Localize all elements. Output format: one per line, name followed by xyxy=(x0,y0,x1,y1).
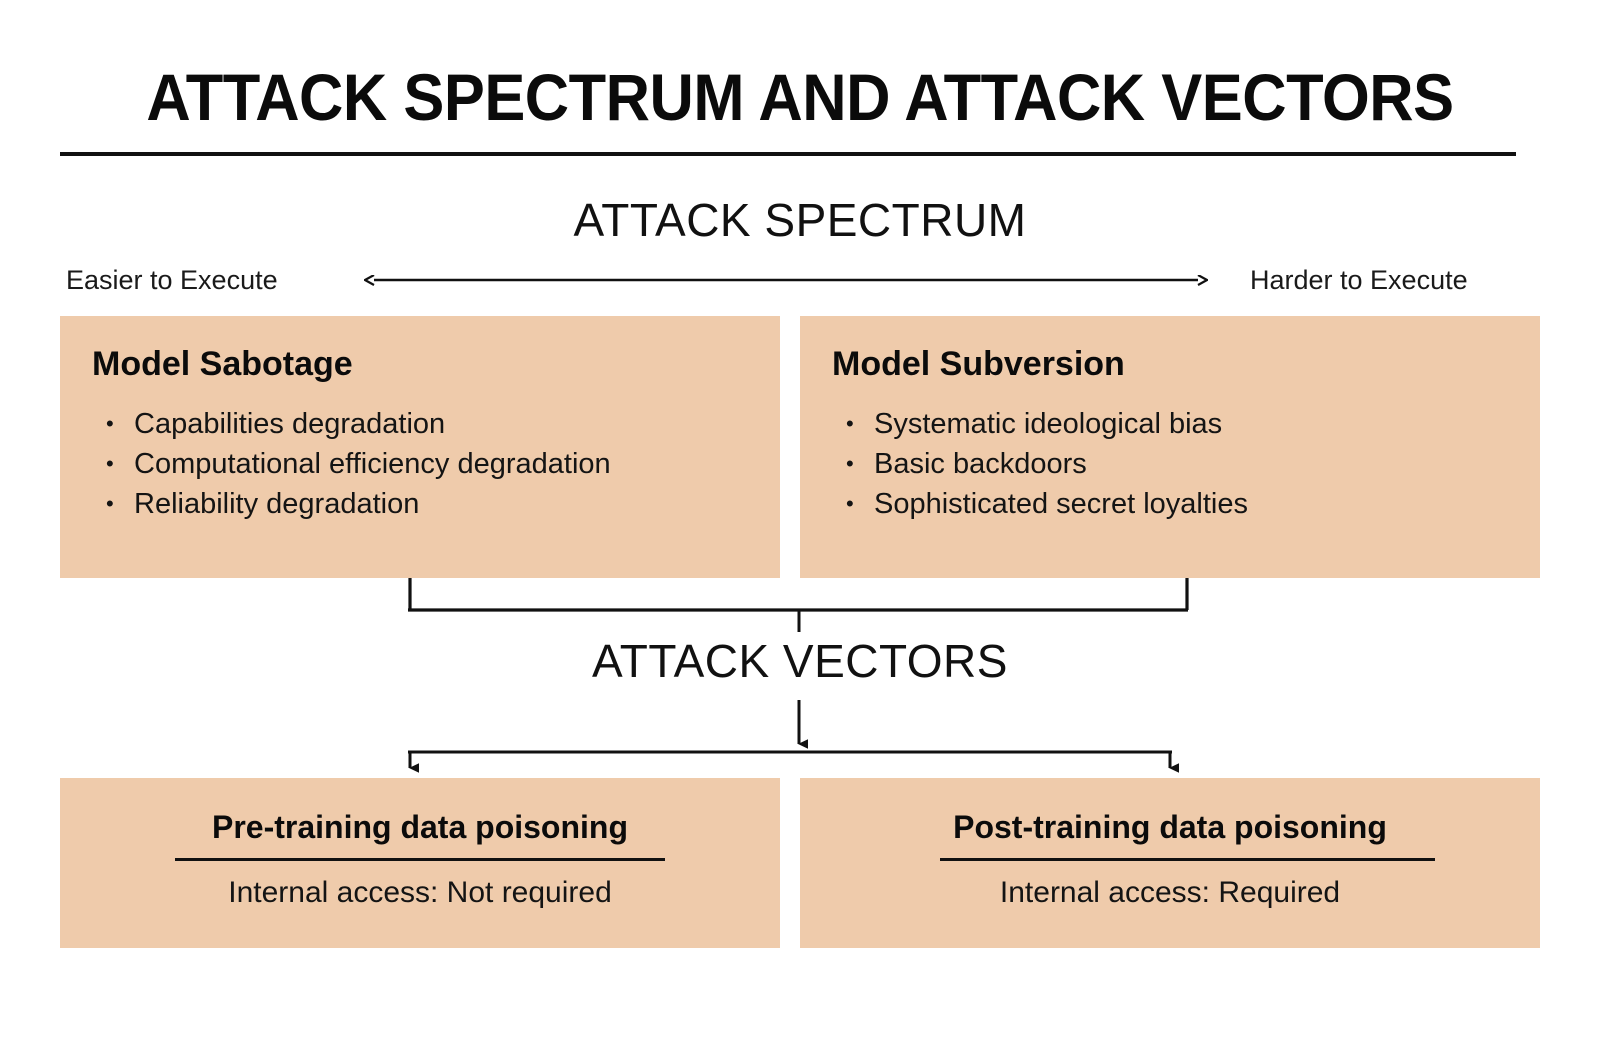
axis-label-easier-to-execute: Easier to Execute xyxy=(66,265,278,295)
section-heading-attack-spectrum: ATTACK SPECTRUM xyxy=(573,194,1027,246)
list-item: Systematic ideological bias xyxy=(842,404,1248,444)
card-model-subversion: Model Subversion Systematic ideological … xyxy=(800,316,1540,578)
list-item: Sophisticated secret loyalties xyxy=(842,484,1248,524)
card-title: Pre-training data poisoning xyxy=(211,809,628,845)
section-heading-attack-vectors: ATTACK VECTORS xyxy=(400,632,1200,690)
card-model-sabotage: Model Sabotage Capabilities degradation … xyxy=(60,316,780,578)
card-subtitle: Internal access: Required xyxy=(999,876,1341,909)
list-item: Basic backdoors xyxy=(842,444,1248,484)
axis-label-harder-to-execute: Harder to Execute xyxy=(1250,265,1468,295)
card-divider xyxy=(175,858,665,861)
list-item: Computational efficiency degradation xyxy=(102,444,611,484)
spectrum-double-arrow-icon xyxy=(362,265,1210,295)
page-title: ATTACK SPECTRUM AND ATTACK VECTORS xyxy=(146,60,1454,134)
list-item: Reliability degradation xyxy=(102,484,611,524)
card-pre-training-data-poisoning: Pre-training data poisoning Internal acc… xyxy=(60,778,780,948)
card-divider xyxy=(940,858,1435,861)
card-title: Model Sabotage xyxy=(92,345,353,383)
title-divider xyxy=(60,152,1516,156)
card-title: Model Subversion xyxy=(832,345,1125,383)
card-title: Post-training data poisoning xyxy=(953,809,1387,845)
card-subtitle: Internal access: Not required xyxy=(228,876,612,909)
list-item: Capabilities degradation xyxy=(102,404,611,444)
bullet-list: Capabilities degradation Computational e… xyxy=(102,404,611,524)
bullet-list: Systematic ideological bias Basic backdo… xyxy=(842,404,1248,524)
card-post-training-data-poisoning: Post-training data poisoning Internal ac… xyxy=(800,778,1540,948)
